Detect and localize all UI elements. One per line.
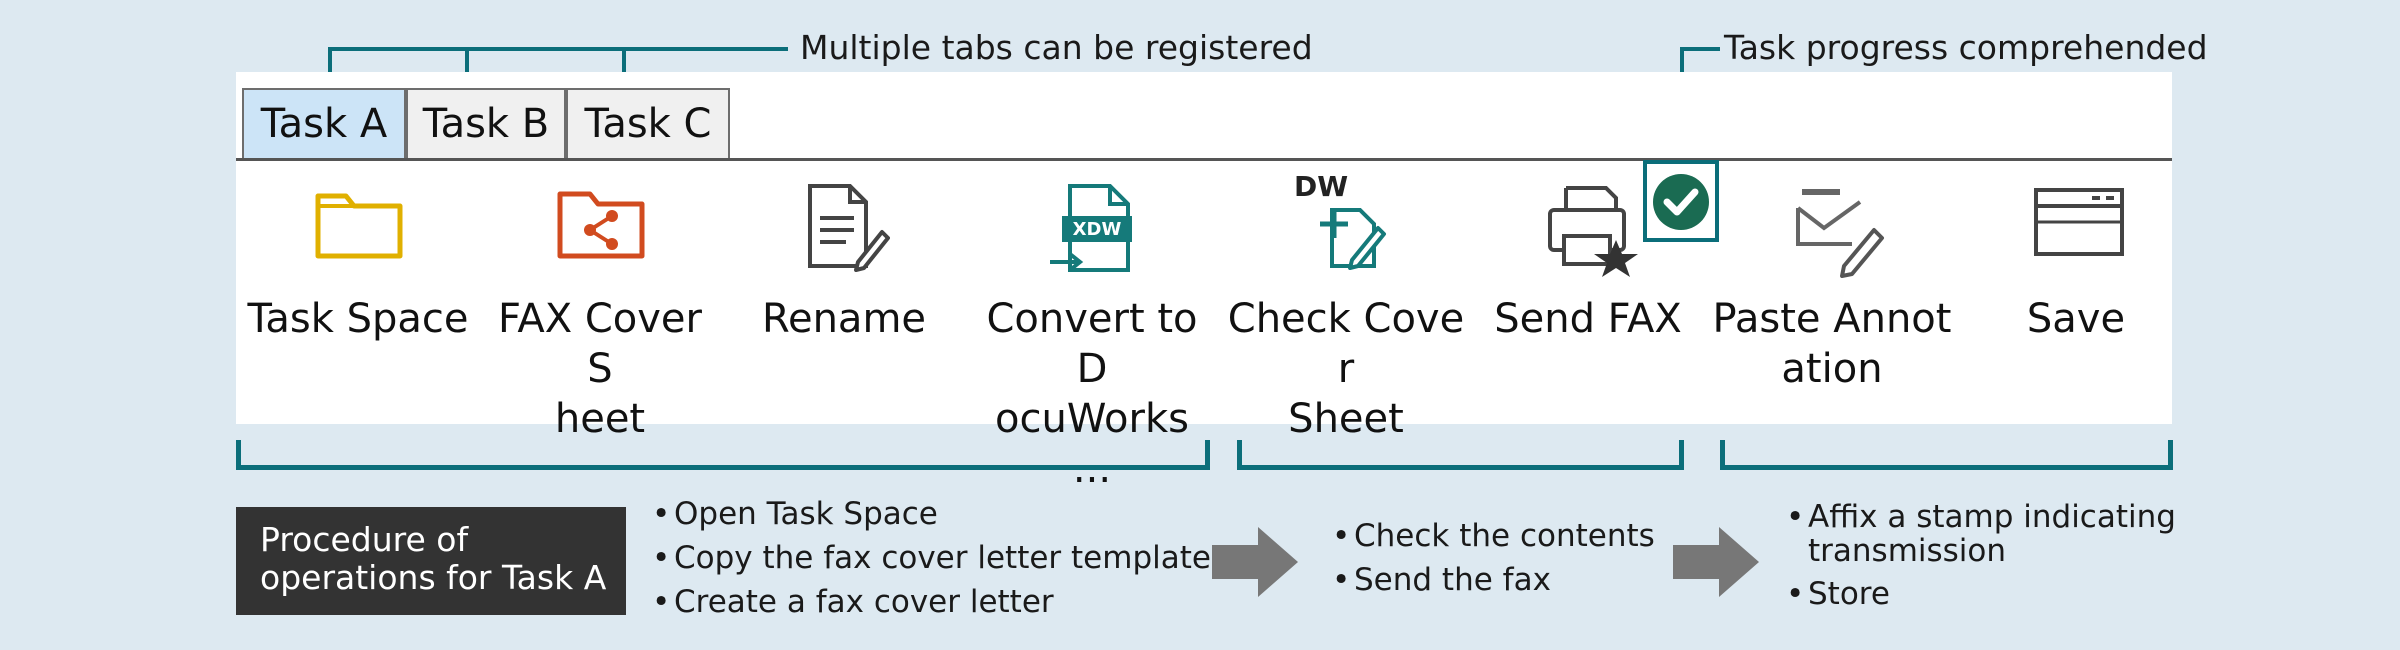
send-fax-button[interactable]: Send FAX xyxy=(1468,182,1708,422)
dw-icon-text: DW xyxy=(1294,170,1348,203)
bracket-group-1 xyxy=(236,440,1210,470)
callout-line-tabs-h xyxy=(328,47,788,51)
stamp-annotation-icon xyxy=(1796,189,1884,278)
list-item: •Open Task Space xyxy=(652,496,938,532)
save-label: Save xyxy=(2026,296,2126,342)
arrow-right-icon xyxy=(1212,527,1298,597)
list-item: •Check the contents xyxy=(1332,518,1655,554)
list-item: •Create a fax cover letter xyxy=(652,584,1054,620)
folder-icon xyxy=(315,193,403,259)
send-fax-label: Send FAX xyxy=(1494,296,1682,342)
save-window-icon xyxy=(2034,188,2124,256)
rename-document-icon xyxy=(808,184,890,272)
procedure-title: Procedure of operations for Task A xyxy=(260,520,607,597)
procedure-group-1: •Open Task Space •Copy the fax cover let… xyxy=(652,492,1211,624)
task-space-label: Task Space xyxy=(247,296,469,342)
ribbon-window: Task A Task B Task C Task Space FAX Cove… xyxy=(236,72,2172,492)
arrow-right-icon xyxy=(1673,527,1759,597)
check-cover-sheet-label: Check Cover Sheet xyxy=(1227,296,1465,442)
tab-task-a[interactable]: Task A xyxy=(242,88,406,158)
list-item: •Store xyxy=(1786,576,1890,612)
callout-line-tab-a xyxy=(328,47,332,83)
procedure-group-3: •Affix a stamp indicating transmission •… xyxy=(1786,500,2176,616)
callout-line-tab-c xyxy=(622,47,626,83)
fax-cover-sheet-button[interactable]: FAX Cover S heet xyxy=(480,182,720,442)
paste-annotation-button[interactable]: Paste Annot ation xyxy=(1712,182,1952,422)
rename-button[interactable]: Rename xyxy=(724,182,964,422)
tab-strip-divider xyxy=(236,158,2172,161)
list-item: •Copy the fax cover letter template xyxy=(652,540,1211,576)
list-item: •Send the fax xyxy=(1332,562,1551,598)
xdw-convert-icon: XDW xyxy=(1050,184,1132,272)
list-item: •Affix a stamp indicating transmission xyxy=(1786,499,2176,569)
bracket-group-3 xyxy=(1720,440,2173,470)
paste-annotation-label: Paste Annot ation xyxy=(1712,296,1952,392)
progress-callout-text: Task progress comprehended xyxy=(1724,28,2208,67)
task-progress-check-badge xyxy=(1643,160,1719,242)
procedure-title-box: Procedure of operations for Task A xyxy=(236,507,626,615)
save-button[interactable]: Save xyxy=(1956,182,2196,422)
fax-cover-sheet-label: FAX Cover S heet xyxy=(498,296,702,442)
callout-line-tab-b xyxy=(465,47,469,83)
share-folder-icon xyxy=(557,191,645,259)
tabs-callout-text: Multiple tabs can be registered xyxy=(800,28,1313,67)
tab-task-b[interactable]: Task B xyxy=(406,88,566,158)
task-space-button[interactable]: Task Space xyxy=(238,182,478,422)
check-cover-sheet-button[interactable]: DW Check Cover Sheet xyxy=(1226,170,1466,442)
bracket-group-2 xyxy=(1237,440,1684,470)
procedure-group-2: •Check the contents •Send the fax xyxy=(1332,514,1655,602)
tab-task-c[interactable]: Task C xyxy=(566,88,730,158)
rename-label: Rename xyxy=(761,296,927,342)
svg-text:XDW: XDW xyxy=(1073,219,1122,240)
convert-to-docuworks-button[interactable]: XDW Convert to D ocuWorks ... xyxy=(972,182,1212,492)
fax-printer-star-icon xyxy=(1548,186,1638,277)
dw-check-edit-icon: DW xyxy=(1294,170,1386,270)
check-circle-icon xyxy=(1653,174,1709,230)
callout-line-progress-h xyxy=(1680,47,1720,51)
